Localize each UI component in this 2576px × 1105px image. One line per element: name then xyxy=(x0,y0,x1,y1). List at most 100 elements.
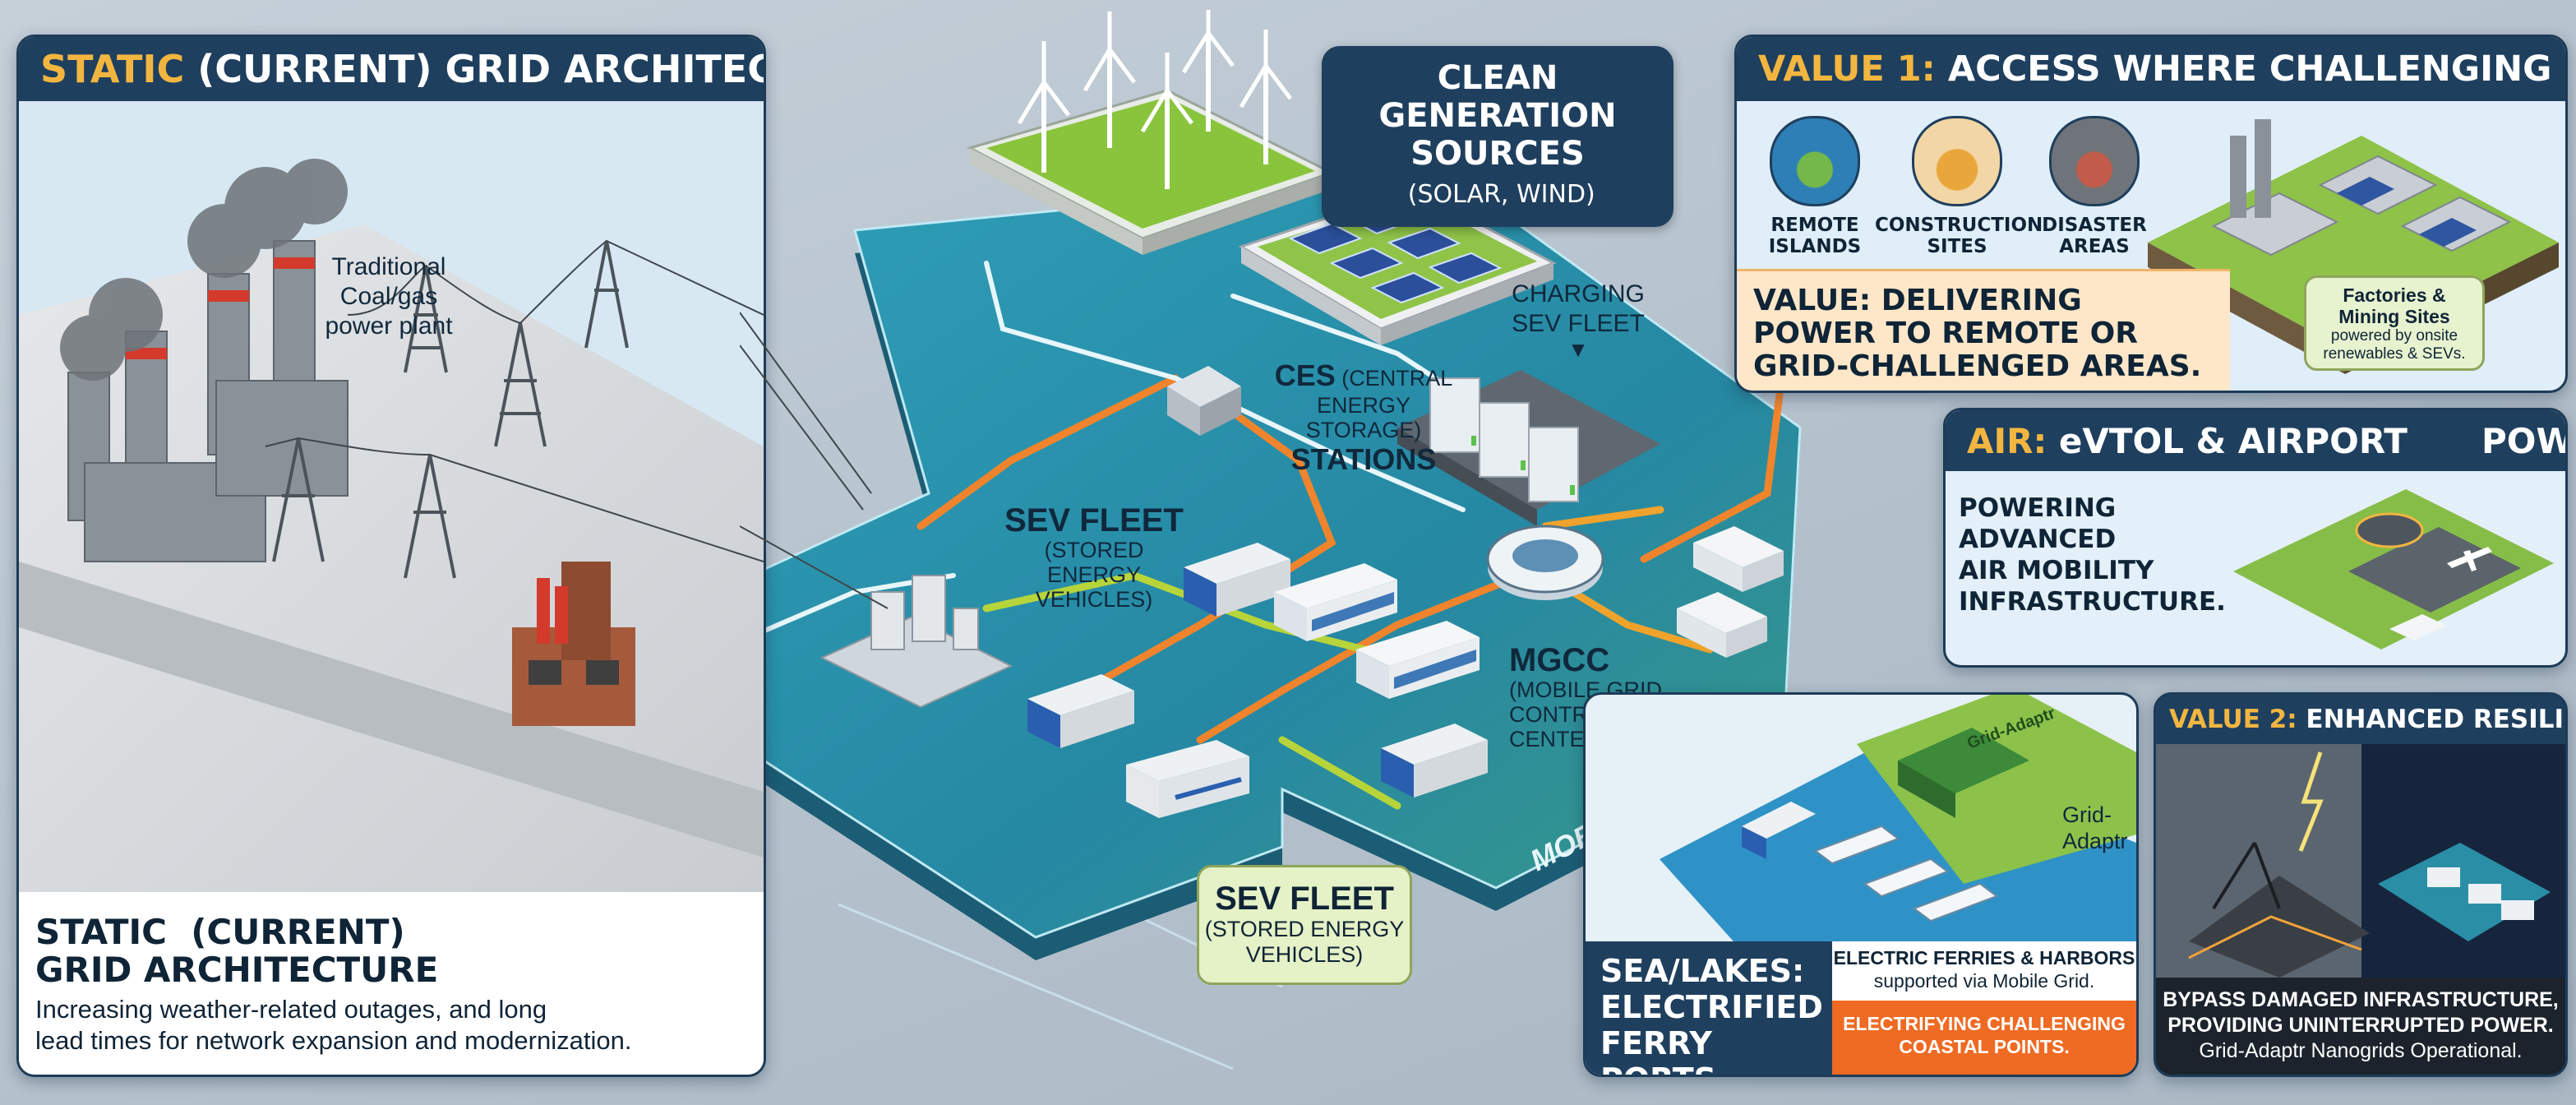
value1-header-prefix: VALUE 1: xyxy=(1758,49,1936,90)
coastal-line1: ELECTRIFYING CHALLENGING xyxy=(1843,1013,2126,1034)
resiliency-illustration xyxy=(2156,744,2565,978)
value2-line2: PROVIDING UNINTERRUPTED POWER. xyxy=(2167,1014,2554,1037)
grid-adaptr-label: Grid- Adaptr xyxy=(2062,802,2128,854)
static-footer-title-line2: GRID ARCHITECTURE xyxy=(35,950,439,990)
sea-title2: ELECTRIFIED xyxy=(1600,989,1823,1025)
ces-stations: STATIONS xyxy=(1290,442,1437,476)
ferry-line1: ELECTRIC FERRIES & HARBORS xyxy=(1833,947,2135,969)
value2-header: VALUE 2: ENHANCED RESILIENCY xyxy=(2156,695,2565,744)
sev-fleet-map-title: SEV FLEET xyxy=(1004,502,1184,539)
sev-callout-sub1: (STORED ENERGY xyxy=(1204,917,1405,941)
ferry-line2: supported via Mobile Grid. xyxy=(1873,970,2095,992)
disaster-areas-line1: DISASTER xyxy=(2042,215,2147,236)
construction-sites-line1: CONSTRUCTION xyxy=(1875,215,2043,236)
construction-icon xyxy=(1912,116,2002,206)
value2-header-prefix: VALUE 2: xyxy=(2169,705,2297,734)
static-footer-desc-line2: lead times for network expansion and mod… xyxy=(35,1026,632,1055)
value2-statement: BYPASS DAMAGED INFRASTRUCTURE, PROVIDING… xyxy=(2156,978,2565,1075)
value1-header-rest: ACCESS WHERE CHALLENGING xyxy=(1935,49,2552,90)
coastal-statement: ELECTRIFYING CHALLENGING COASTAL POINTS. xyxy=(1832,1001,2136,1075)
construction-sites-item: CONSTRUCTION SITES xyxy=(1875,116,2043,257)
badge-sub2: renewables & SEVs. xyxy=(2323,345,2466,363)
air-panel: AIR: eVTOL & AIRPORT POWER POWERING ADVA… xyxy=(1943,408,2568,668)
sev-callout-sub2: VEHICLES) xyxy=(1245,942,1364,967)
remote-islands-line1: REMOTE xyxy=(1770,215,1859,236)
remote-islands-line2: ISLANDS xyxy=(1768,236,1862,257)
wind-farm xyxy=(967,10,1335,255)
air-header-tail: POWER xyxy=(2481,420,2565,461)
sea-title-block: SEA/LAKES: ELECTRIFIED FERRY PORTS xyxy=(1586,941,1832,1075)
clean-generation-line1: CLEAN GENERATION xyxy=(1378,59,1617,135)
air-header: AIR: eVTOL & AIRPORT POWER xyxy=(1946,410,2565,471)
sev-fleet-map-sub1: (STORED ENERGY xyxy=(1044,538,1144,587)
ces-small1: (CENTRAL xyxy=(1335,366,1453,391)
air-line1: POWERING ADVANCED xyxy=(1959,493,2117,554)
value1-icon-row: REMOTE ISLANDS CONSTRUCTION SITES DISAST… xyxy=(1753,116,2214,297)
value1-line2: POWER TO REMOTE OR xyxy=(1753,317,2138,350)
value1-line3: GRID-CHALLENGED AREAS. xyxy=(1753,349,2202,383)
value1-line1: VALUE: DELIVERING xyxy=(1753,284,2082,317)
sea-panel: Grid-Adaptr Grid- Adaptr SEA/LAKES: ELEC… xyxy=(1583,692,2139,1077)
plant-label-line3: power plant xyxy=(325,312,453,340)
plant-label-line2: Coal/gas xyxy=(339,283,438,310)
static-grid-panel: STATIC (CURRENT) GRID ARCHITECTURE xyxy=(16,35,766,1077)
clean-generation-types: (SOLAR, WIND) xyxy=(1400,180,1595,209)
airport-illustration xyxy=(2233,489,2554,650)
plant-label: Traditional Coal/gas power plant xyxy=(282,252,496,341)
harbor-illustration xyxy=(1660,695,2136,941)
static-grid-illustration xyxy=(19,159,764,923)
static-footer-title-line1: STATIC (CURRENT) xyxy=(35,912,405,952)
value1-header: VALUE 1: ACCESS WHERE CHALLENGING xyxy=(1737,37,2565,101)
charging-label: CHARGING SEV FLEET ▼ xyxy=(1504,280,1652,360)
charging-arrow-icon: ▼ xyxy=(1567,337,1589,362)
value1-panel: VALUE 1: ACCESS WHERE CHALLENGING REMOTE… xyxy=(1734,35,2568,393)
grid-adaptr-line2: Adaptr xyxy=(2062,829,2128,853)
charging-line2: SEV FLEET xyxy=(1512,310,1645,337)
central-energy-storage xyxy=(1397,370,1660,526)
value2-line1: BYPASS DAMAGED INFRASTRUCTURE, xyxy=(2163,988,2559,1011)
ferry-description: ELECTRIC FERRIES & HARBORS supported via… xyxy=(1832,941,2136,1001)
remote-islands-item: REMOTE ISLANDS xyxy=(1753,116,1877,257)
badge-title2: Mining Sites xyxy=(2338,306,2450,327)
sev-vehicles xyxy=(1027,526,1784,818)
clean-generation-callout: CLEAN GENERATION SOURCES (SOLAR, WIND) xyxy=(1322,46,1673,227)
grid-adaptr-line1: Grid- xyxy=(2062,802,2112,827)
charging-line1: CHARGING xyxy=(1512,280,1645,307)
disaster-icon xyxy=(2049,116,2140,206)
static-grid-header: STATIC (CURRENT) GRID ARCHITECTURE xyxy=(19,37,764,101)
ces-bold: CES xyxy=(1274,358,1336,392)
island-icon xyxy=(1770,116,1860,206)
ces-label: CES (CENTRAL ENERGY STORAGE) STATIONS xyxy=(1261,358,1466,477)
sev-fleet-map-sub2: VEHICLES) xyxy=(1035,587,1153,612)
static-footer: STATIC (CURRENT) GRID ARCHITECTURE Incre… xyxy=(19,892,764,1075)
value1-statement: VALUE: DELIVERING POWER TO REMOTE OR GRI… xyxy=(1737,269,2230,391)
static-footer-desc-line1: Increasing weather-related outages, and … xyxy=(35,995,547,1024)
coastal-line2: COASTAL POINTS. xyxy=(1899,1036,2070,1057)
value2-panel: VALUE 2: ENHANCED RESILIENCY BYPASS DAMA… xyxy=(2154,692,2568,1077)
badge-title1: Factories & xyxy=(2343,284,2446,306)
mgcc-title: MGCC xyxy=(1509,642,1610,678)
static-header-prefix: STATIC xyxy=(40,47,185,91)
construction-sites-line2: SITES xyxy=(1927,236,1987,257)
clean-generation-line2: SOURCES (SOLAR, WIND) xyxy=(1341,135,1654,214)
sev-callout-title: SEV FLEET xyxy=(1215,881,1394,917)
mgcc-hub xyxy=(1486,525,1604,600)
static-header-rest: (CURRENT) GRID ARCHITECTURE xyxy=(197,47,764,91)
relay-station xyxy=(1167,366,1241,436)
factories-badge: Factories & Mining Sites powered by onsi… xyxy=(2304,275,2485,371)
sea-title1: SEA/LAKES: xyxy=(1600,953,1805,989)
air-header-prefix: AIR: xyxy=(1967,420,2047,461)
air-line2: AIR MOBILITY xyxy=(1959,556,2154,585)
badge-sub1: powered by onsite xyxy=(2330,327,2458,344)
air-header-rest: eVTOL & AIRPORT xyxy=(2047,420,2407,461)
sev-fleet-callout: SEV FLEET (STORED ENERGY VEHICLES) xyxy=(1197,865,1412,985)
disaster-areas-item: DISASTER AREAS xyxy=(2033,116,2156,257)
disaster-areas-line2: AREAS xyxy=(2059,236,2130,257)
plant-label-line1: Traditional xyxy=(331,253,446,280)
value2-header-rest: ENHANCED RESILIENCY xyxy=(2306,705,2565,734)
sev-fleet-map-label: SEV FLEET (STORED ENERGY VEHICLES) xyxy=(999,503,1189,612)
substation xyxy=(819,575,1013,709)
clean-generation-sources: SOURCES xyxy=(1410,135,1585,173)
sea-title3: FERRY PORTS xyxy=(1600,1025,1716,1075)
